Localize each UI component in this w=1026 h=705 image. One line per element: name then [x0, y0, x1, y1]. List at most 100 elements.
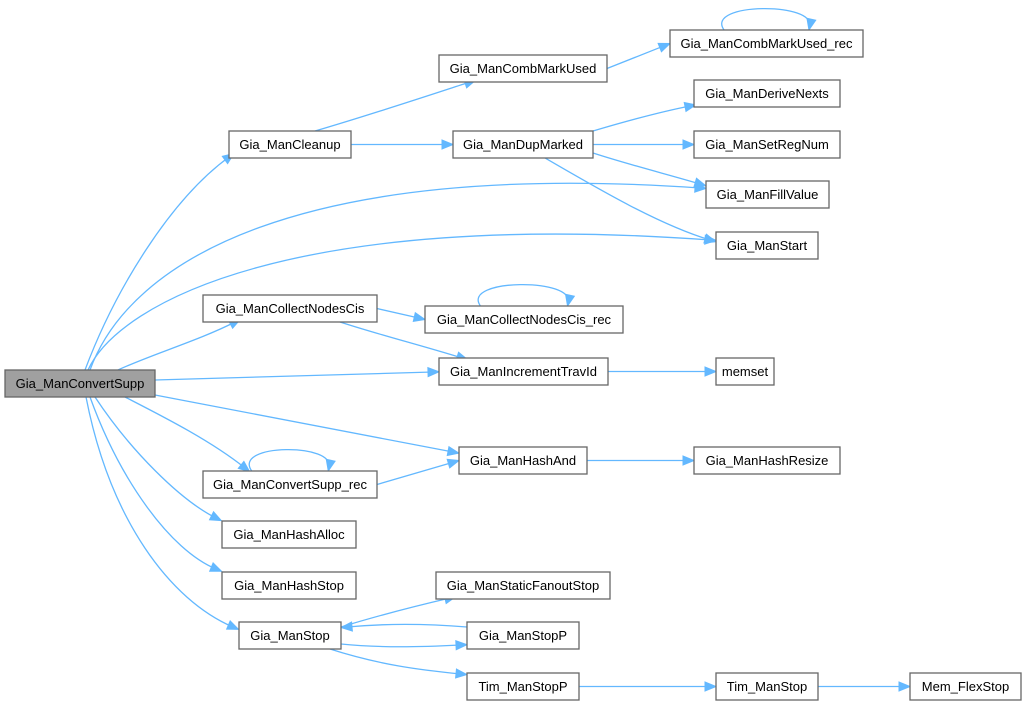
- node-hashand[interactable]: Gia_ManHashAnd: [458, 446, 588, 475]
- edge-root-to-convrec: [124, 396, 251, 473]
- edge-timstop-to-memflex-arrowhead: [898, 681, 912, 692]
- node-label: Gia_ManCollectNodesCis_rec: [437, 312, 612, 327]
- node-box[interactable]: [715, 231, 819, 260]
- edge-timstop-to-memflex: [818, 681, 912, 692]
- node-box[interactable]: [466, 621, 580, 650]
- edge-root-to-collect: [117, 318, 242, 371]
- node-staticfanout[interactable]: Gia_ManStaticFanoutStop: [435, 571, 611, 600]
- node-label: Gia_ManSetRegNum: [705, 137, 829, 152]
- node-label: Gia_ManHashStop: [234, 578, 344, 593]
- node-box[interactable]: [228, 130, 352, 159]
- node-box[interactable]: [458, 446, 588, 475]
- node-box[interactable]: [693, 446, 841, 475]
- edge-root-to-convrec-arrowhead: [237, 460, 251, 473]
- node-collectrec[interactable]: Gia_ManCollectNodesCis_rec: [424, 305, 624, 334]
- node-label: Gia_ManHashResize: [706, 453, 829, 468]
- node-box[interactable]: [4, 369, 156, 398]
- node-box[interactable]: [909, 672, 1022, 701]
- node-timstopp[interactable]: Tim_ManStopP: [466, 672, 580, 701]
- edge-combmarkrec-to-combmarkrec: [721, 7, 817, 32]
- edge-stop-to-stopp-arrowhead: [455, 640, 469, 651]
- edge-hashand-to-hashresize: [587, 455, 696, 466]
- node-label: Gia_ManConvertSupp: [16, 376, 145, 391]
- node-box[interactable]: [715, 672, 819, 701]
- node-root[interactable]: Gia_ManConvertSupp: [4, 369, 156, 398]
- node-label: Gia_ManCleanup: [239, 137, 340, 152]
- edge-convrec-to-convrec-line: [248, 449, 330, 472]
- node-fillvalue[interactable]: Gia_ManFillValue: [705, 180, 830, 209]
- edge-cleanup-to-dupmarked: [351, 139, 455, 150]
- node-label: Gia_ManFillValue: [717, 187, 819, 202]
- edge-combmarkrec-to-combmarkrec-arrowhead: [806, 17, 817, 32]
- node-label: Gia_ManHashAnd: [470, 453, 576, 468]
- node-box[interactable]: [438, 54, 608, 83]
- edge-collectrec-to-collectrec: [477, 283, 576, 308]
- node-box[interactable]: [715, 357, 775, 386]
- node-stop[interactable]: Gia_ManStop: [238, 621, 342, 650]
- node-convrec[interactable]: Gia_ManConvertSupp_rec: [202, 470, 378, 499]
- node-label: Tim_ManStop: [727, 679, 807, 694]
- edge-dupmarked-to-setregnum-arrowhead: [682, 139, 696, 150]
- node-box[interactable]: [424, 305, 624, 334]
- edge-combmark-to-combmarkrec: [606, 42, 672, 70]
- edge-cleanup-to-combmark: [314, 78, 477, 132]
- edge-stopp-to-stop: [339, 621, 468, 632]
- edge-root-to-hashstop-arrowhead: [208, 562, 223, 572]
- node-stopp[interactable]: Gia_ManStopP: [466, 621, 580, 650]
- node-box[interactable]: [238, 621, 342, 650]
- edge-convrec-to-convrec-arrowhead: [325, 458, 336, 473]
- edge-dupmarked-to-fillvalue-arrowhead: [693, 177, 708, 188]
- node-box[interactable]: [669, 29, 864, 58]
- edge-travid-to-memset: [608, 366, 718, 377]
- node-hashresize[interactable]: Gia_ManHashResize: [693, 446, 841, 475]
- node-label: Gia_ManStop: [250, 628, 330, 643]
- node-hashstop[interactable]: Gia_ManHashStop: [221, 571, 357, 600]
- node-dupmarked[interactable]: Gia_ManDupMarked: [452, 130, 594, 159]
- node-box[interactable]: [202, 294, 378, 323]
- node-box[interactable]: [693, 79, 841, 108]
- edge-root-to-hashand-arrowhead: [446, 445, 461, 457]
- edge-collectrec-to-collectrec-line: [477, 283, 569, 307]
- edge-stop-to-staticfanout-line: [340, 597, 451, 628]
- node-cleanup[interactable]: Gia_ManCleanup: [228, 130, 352, 159]
- node-box[interactable]: [705, 180, 830, 209]
- edge-cleanup-to-combmark-line: [314, 81, 471, 132]
- edge-timstopp-to-timstop-arrowhead: [704, 681, 718, 692]
- node-box[interactable]: [435, 571, 611, 600]
- edge-combmark-to-combmarkrec-line: [606, 46, 661, 70]
- node-memflex[interactable]: Mem_FlexStop: [909, 672, 1022, 701]
- edge-root-to-fillvalue: [89, 182, 708, 371]
- edge-convrec-to-hashand-arrowhead: [446, 458, 461, 469]
- node-box[interactable]: [452, 130, 594, 159]
- node-box[interactable]: [221, 571, 357, 600]
- edge-root-to-start-line: [87, 233, 711, 371]
- node-timstop[interactable]: Tim_ManStop: [715, 672, 819, 701]
- node-combmarkrec[interactable]: Gia_ManCombMarkUsed_rec: [669, 29, 864, 58]
- node-label: Gia_ManDeriveNexts: [705, 86, 829, 101]
- node-label: Gia_ManHashAlloc: [233, 527, 345, 542]
- edge-dupmarked-to-start-line: [544, 157, 711, 241]
- node-box[interactable]: [693, 130, 841, 159]
- node-box[interactable]: [438, 357, 609, 386]
- edge-stopp-to-stop-arrowhead: [339, 621, 353, 632]
- node-setregnum[interactable]: Gia_ManSetRegNum: [693, 130, 841, 159]
- node-box[interactable]: [221, 520, 357, 549]
- node-hashalloc[interactable]: Gia_ManHashAlloc: [221, 520, 357, 549]
- edge-stopp-to-stop-line: [346, 623, 468, 628]
- edge-collectrec-to-collectrec-arrowhead: [564, 293, 576, 308]
- edge-root-to-hashalloc: [94, 396, 223, 522]
- node-derivenexts[interactable]: Gia_ManDeriveNexts: [693, 79, 841, 108]
- node-travid[interactable]: Gia_ManIncrementTravId: [438, 357, 609, 386]
- node-box[interactable]: [466, 672, 580, 701]
- edge-stop-to-stopp: [340, 640, 469, 651]
- edge-root-to-hashalloc-arrowhead: [208, 510, 223, 522]
- edge-cleanup-to-dupmarked-arrowhead: [441, 139, 455, 150]
- node-start[interactable]: Gia_ManStart: [715, 231, 819, 260]
- node-collect[interactable]: Gia_ManCollectNodesCis: [202, 294, 378, 323]
- node-combmark[interactable]: Gia_ManCombMarkUsed: [438, 54, 608, 83]
- node-box[interactable]: [202, 470, 378, 499]
- edge-collect-to-collectrec-arrowhead: [412, 311, 427, 323]
- node-label: Gia_ManCollectNodesCis: [216, 301, 365, 316]
- edge-root-to-travid-line: [154, 371, 434, 381]
- node-memset[interactable]: memset: [715, 357, 775, 386]
